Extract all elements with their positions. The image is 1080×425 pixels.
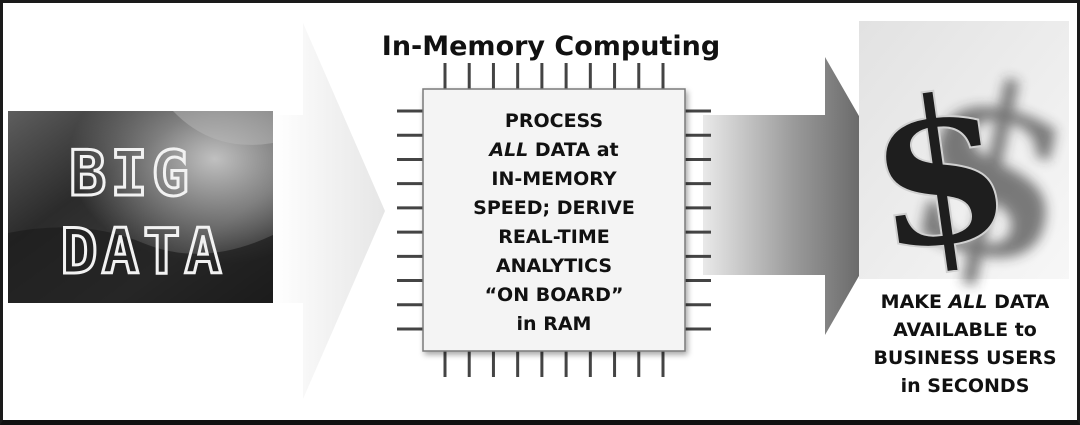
big-data-line-1: BIG — [69, 137, 193, 210]
dollar-image: $ $ — [853, 21, 1077, 322]
chip-text-line-3-part-1: IN-MEMORY — [491, 168, 616, 190]
chip-description: PROCESS ALL DATA at IN-MEMORY SPEED; DERIVE… — [473, 110, 635, 335]
chip-title: In-Memory Computing — [382, 31, 720, 62]
outcome-text-line-1-part-2: ALL — [947, 291, 988, 313]
chip-text-line-4-part-1: SPEED; DERIVE — [473, 197, 635, 219]
outcome-text-line-1-part-3: DATA — [988, 291, 1050, 313]
chip-text-line-2-part-2: DATA at — [528, 139, 618, 161]
outcome-text-line-2-part-1: AVAILABLE to — [893, 319, 1037, 341]
outcome-caption: MAKE ALL DATA AVAILABLE to BUSINESS USERS i… — [873, 291, 1056, 397]
dollar-sign-icon: $ — [854, 47, 1025, 299]
big-data-line-2: DATA — [60, 215, 225, 288]
flow-arrow-left — [273, 23, 385, 399]
chip-text-line-1-part-1: PROCESS — [505, 110, 603, 132]
flow-arrow-right — [703, 57, 905, 335]
chip-text-line-6-part-1: ANALYTICS — [496, 255, 612, 277]
chip-text-line-2-part-1: ALL — [487, 139, 528, 161]
in-memory-computing-diagram: BIG DATA In-Memory Computing PROCESS ALL … — [8, 21, 1077, 399]
outcome-text-line-1-part-1: MAKE — [881, 291, 949, 313]
outcome-text-line-3-part-1: BUSINESS USERS — [873, 347, 1056, 369]
big-data-image: BIG DATA — [8, 111, 273, 303]
chip-text-line-7-part-1: “ON BOARD” — [485, 284, 624, 306]
chip-pins — [397, 63, 711, 377]
chip-text-line-5-part-1: REAL-TIME — [498, 226, 609, 248]
outcome-text-line-4-part-1: in SECONDS — [901, 375, 1030, 397]
chip-text-line-8-part-1: in RAM — [517, 313, 592, 335]
chip-body — [422, 88, 686, 352]
